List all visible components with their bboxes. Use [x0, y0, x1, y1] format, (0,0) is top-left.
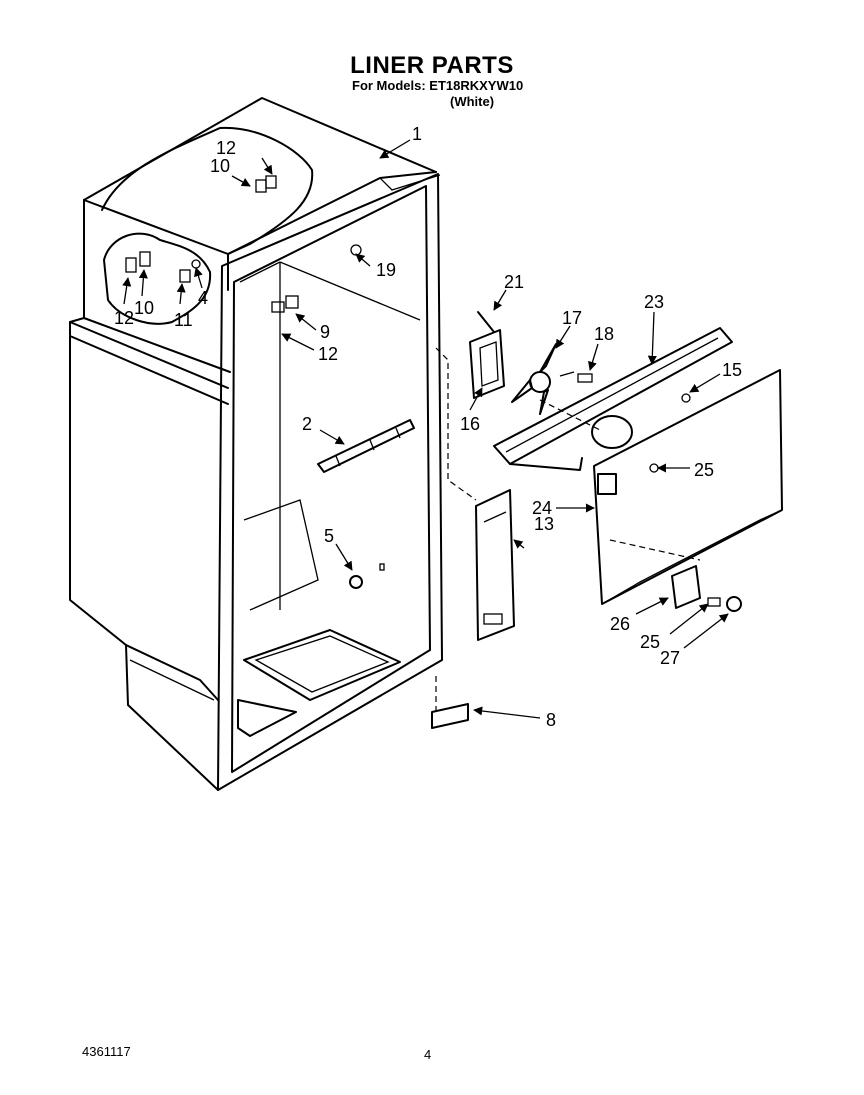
trim-part-8	[431, 703, 469, 729]
page-number: 4	[424, 1047, 432, 1062]
callout-24: 24	[532, 498, 552, 518]
callout-13: 13	[534, 514, 554, 534]
fan-motor-assembly	[469, 311, 593, 415]
callout-8: 8	[546, 710, 556, 730]
callout-leaders	[122, 139, 729, 719]
page-title: LINER PARTS	[350, 52, 514, 79]
callout-2: 2	[302, 414, 312, 434]
callout-23: 23	[644, 292, 664, 312]
callout-4: 4	[198, 288, 208, 308]
color-variant: (White)	[450, 94, 495, 109]
callout-26: 26	[610, 614, 630, 634]
callout-19: 19	[376, 260, 396, 280]
callout-27: 27	[660, 648, 680, 668]
callout-21: 21	[504, 272, 524, 292]
callout-15: 15	[722, 360, 742, 380]
clip-part-5	[349, 563, 385, 589]
callout-11: 11	[174, 310, 193, 330]
callout-10-side: 10	[134, 298, 154, 318]
callout-25-right: 25	[694, 460, 714, 480]
callout-17: 17	[562, 308, 582, 328]
callout-1: 1	[412, 124, 422, 144]
callout-labels: 1 2 4 5 8 9 10 10 11 12 12 12 13 15 16 1…	[114, 124, 742, 730]
callout-9: 9	[320, 322, 330, 342]
callout-25-lower: 25	[640, 632, 660, 652]
callout-10-top: 10	[210, 156, 230, 176]
top-fasteners	[125, 175, 362, 313]
duct-part-13	[475, 489, 515, 641]
evaporator-cover-part-24	[593, 369, 783, 612]
callout-12-front: 12	[318, 344, 338, 364]
fan-shroud-part-23	[493, 327, 733, 471]
callout-18: 18	[594, 324, 614, 344]
callout-16: 16	[460, 414, 480, 434]
callout-12-side: 12	[114, 308, 134, 328]
document-number: 4361117	[82, 1044, 131, 1059]
callout-5: 5	[324, 526, 334, 546]
callout-12-top: 12	[216, 138, 236, 158]
assembly-lines	[435, 347, 701, 712]
models-line: For Models: ET18RKXYW10	[352, 78, 524, 93]
harness-part-2	[317, 419, 415, 473]
cabinet-liner	[69, 97, 443, 791]
